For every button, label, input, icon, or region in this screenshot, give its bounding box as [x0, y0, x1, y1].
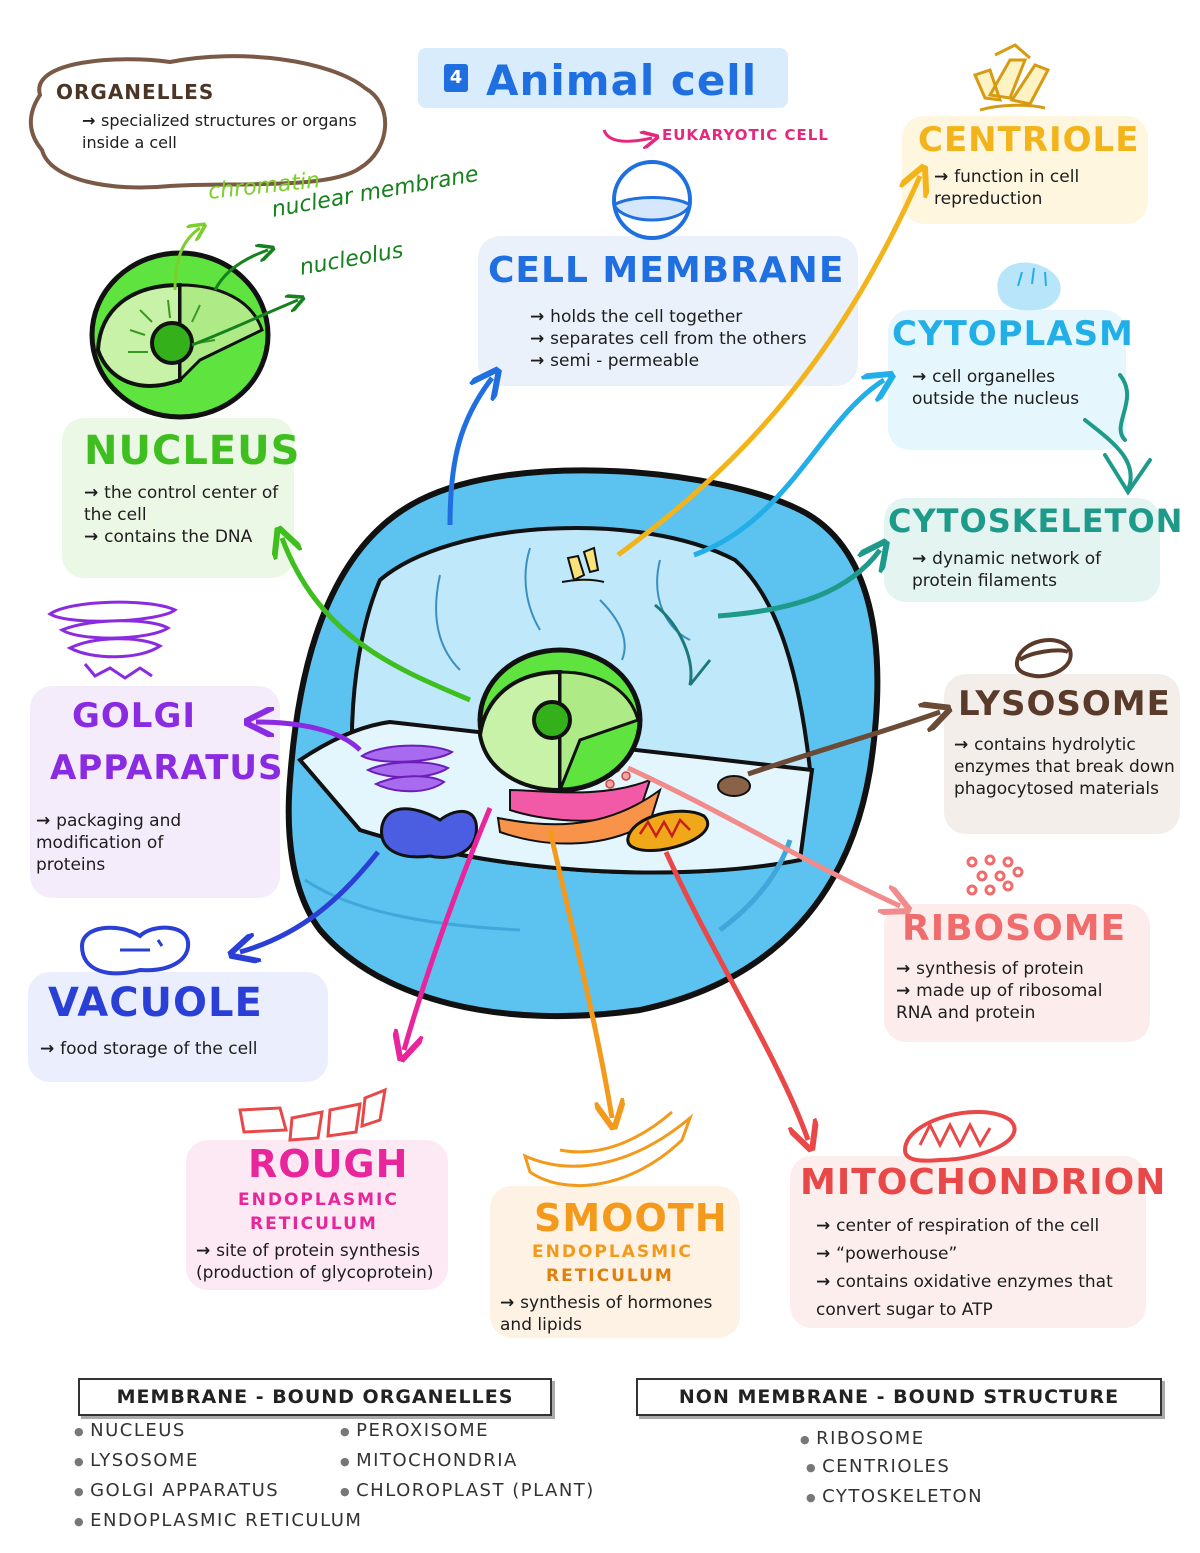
- non-membrane-bound-heading: NON MEMBRANE - BOUND STRUCTURE: [636, 1378, 1162, 1416]
- ribosome-dots: [966, 854, 1024, 896]
- membrane-bound-item: ENDOPLASMIC RETICULUM: [74, 1510, 362, 1531]
- arrow-rough-er: [404, 807, 493, 1050]
- ribosome-notes: synthesis of protein made up of ribosoma…: [896, 958, 1136, 1024]
- arrow-smooth-er: [547, 829, 612, 1118]
- membrane-bound-item: PEROXISOME: [340, 1420, 489, 1441]
- organelles-heading: ORGANELLES: [56, 80, 215, 104]
- lysosome-title: LYSOSOME: [958, 684, 1171, 724]
- vacuole-title: VACUOLE: [48, 980, 263, 1026]
- cell-membrane-title: CELL MEMBRANE: [488, 250, 845, 291]
- organelles-cloud: [28, 54, 388, 190]
- lysosome-notes: contains hydrolytic enzymes that break d…: [954, 734, 1176, 800]
- cell-smooth-er: [496, 787, 662, 845]
- rough-er-notes: site of protein synthesis (production of…: [196, 1240, 446, 1284]
- mitochondrion-notes: center of respiration of the cell “power…: [816, 1212, 1136, 1324]
- non-membrane-bound-item: RIBOSOME: [800, 1428, 925, 1449]
- smooth-er-sub-2: RETICULUM: [546, 1266, 674, 1286]
- smooth-er-title: SMOOTH: [534, 1196, 728, 1240]
- cytoskeleton-notes: dynamic network of protein filaments: [912, 548, 1152, 592]
- organelles-definition: specialized structures or organs inside …: [82, 110, 372, 154]
- cell-membrane-notes: holds the cell together separates cell f…: [530, 306, 860, 372]
- membrane-bound-item: LYSOSOME: [74, 1450, 199, 1471]
- arrow-centriole: [616, 176, 920, 558]
- arrow-cytoskeleton: [717, 550, 880, 619]
- golgi-icon: [47, 600, 178, 680]
- cell-lysosome: [717, 775, 751, 797]
- mitochondrion-icon: [902, 1110, 1017, 1163]
- cytoplasm-icon: [997, 262, 1061, 311]
- ribosome-title: RIBOSOME: [902, 908, 1127, 949]
- cytoskeleton-icon: [1083, 373, 1152, 496]
- cell-membrane-icon: [611, 160, 692, 240]
- non-membrane-bound-item: CENTRIOLES: [806, 1456, 950, 1477]
- golgi-title-line-1: GOLGI: [72, 696, 197, 736]
- membrane-bound-heading: MEMBRANE - BOUND ORGANELLES: [78, 1378, 552, 1416]
- membrane-bound-item: CHLOROPLAST (PLANT): [340, 1480, 595, 1501]
- nucleus-title: NUCLEUS: [84, 428, 301, 474]
- vacuole-notes: food storage of the cell: [40, 1038, 320, 1060]
- title-banner: [418, 48, 788, 108]
- nucleus-notes: the control center of the cell contains …: [84, 482, 284, 548]
- non-membrane-bound-item: CYTOSKELETON: [806, 1486, 983, 1507]
- cell-vacuole: [380, 807, 478, 859]
- cytoplasm-notes: cell organelles outside the nucleus: [912, 366, 1092, 410]
- arrow-lysosome: [747, 712, 940, 777]
- rough-er-sub-1: ENDOPLASMIC: [238, 1190, 399, 1210]
- cell-rough-er: [509, 778, 652, 822]
- arrow-cell-membrane: [447, 378, 492, 526]
- membrane-bound-item: MITOCHONDRIA: [340, 1450, 518, 1471]
- arrow-vacuole: [240, 850, 380, 952]
- nucleus-illustration: [89, 250, 271, 420]
- title-number-badge: 4: [444, 64, 468, 92]
- lysosome-icon: [1014, 638, 1073, 679]
- animal-cell: [285, 467, 881, 1020]
- smooth-er-sub-1: ENDOPLASMIC: [532, 1242, 693, 1262]
- cytoskeleton-title: CYTOSKELETON: [888, 502, 1184, 540]
- centriole-title: CENTRIOLE: [918, 120, 1140, 160]
- centriole-notes: function in cell repreduction: [934, 166, 1134, 210]
- membrane-bound-item: GOLGI APPARATUS: [74, 1480, 279, 1501]
- arrow-cytoplasm: [693, 380, 884, 558]
- arrow-mitochondrion: [663, 850, 808, 1140]
- smooth-er-icon: [522, 1110, 694, 1188]
- page-title: Animal cell: [486, 56, 758, 105]
- vacuole-panel: [28, 972, 328, 1082]
- page-subtitle: EUKARYOTIC CELL: [662, 126, 829, 144]
- arrow-nucleus: [282, 538, 471, 703]
- cytoplasm-title: CYTOPLASM: [892, 314, 1134, 354]
- arrow-ribosome: [626, 765, 900, 906]
- smooth-er-notes: synthesis of hormones and lipids: [500, 1292, 732, 1336]
- rough-er-icon: [238, 1087, 387, 1142]
- golgi-title-line-2: APPARATUS: [50, 748, 284, 788]
- centriole-icon: [972, 43, 1051, 112]
- rough-er-sub-2: RETICULUM: [250, 1214, 378, 1234]
- mitochondrion-title: MITOCHONDRION: [800, 1162, 1167, 1203]
- membrane-bound-item: NUCLEUS: [74, 1420, 186, 1441]
- golgi-notes: packaging and modification of proteins: [36, 810, 226, 876]
- arrow-golgi: [256, 722, 362, 752]
- rough-er-title: ROUGH: [248, 1142, 409, 1186]
- cell-golgi: [360, 744, 454, 793]
- cell-centriole: [561, 546, 605, 583]
